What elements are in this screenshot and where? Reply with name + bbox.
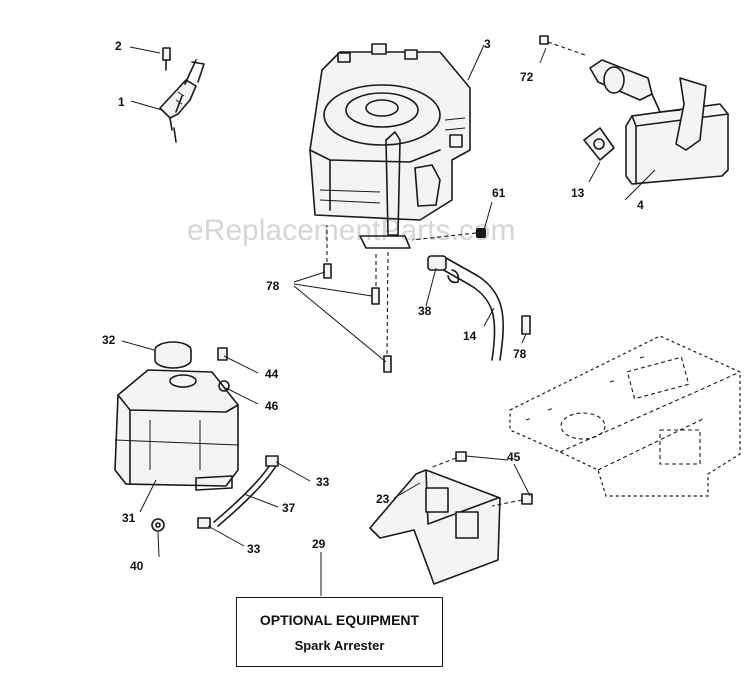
- callout-78-top: 78: [266, 279, 280, 293]
- engine-bolts-part: [323, 225, 531, 373]
- callout-29: 29: [312, 537, 326, 551]
- leader-lines: [121, 44, 656, 596]
- fuel-line-part: [197, 455, 279, 529]
- spark-arrester-label: Spark Arrester: [294, 637, 385, 653]
- optional-equipment-title: OPTIONAL EQUIPMENT: [259, 611, 420, 628]
- fuel-cap-part: [154, 341, 192, 369]
- optional-equipment-box: OPTIONAL EQUIPMENT Spark Arrester: [236, 597, 443, 667]
- callout-38: 38: [418, 304, 432, 318]
- callout-45: 45: [507, 450, 521, 464]
- muffler-bolt-part: [539, 35, 586, 56]
- callout-labels: 2 1 3 72 13 4 61 78 38 14 78 32 44 46 33…: [102, 37, 644, 573]
- callout-4: 4: [637, 198, 644, 212]
- callout-23: 23: [376, 492, 390, 506]
- callout-31: 31: [122, 511, 136, 525]
- callout-44: 44: [265, 367, 279, 381]
- fitting-part: [411, 228, 486, 241]
- callout-61: 61: [492, 186, 506, 200]
- callout-37: 37: [282, 501, 296, 515]
- engine-part: [309, 43, 471, 249]
- fuel-hose-part: [427, 255, 504, 361]
- fuel-tank-part: [114, 369, 239, 491]
- callout-32: 32: [102, 333, 116, 347]
- callout-46: 46: [265, 399, 279, 413]
- throttle-control-part: [159, 47, 205, 143]
- chassis-frame-part: [509, 335, 741, 497]
- callout-33-lower: 33: [247, 542, 261, 556]
- watermark-text: eReplacementParts.com: [187, 214, 515, 247]
- callout-78-right: 78: [513, 347, 527, 361]
- callout-72: 72: [520, 70, 534, 84]
- callout-40: 40: [130, 559, 144, 573]
- tank-hardware-part: [151, 347, 230, 532]
- mounting-bracket-part: [369, 451, 533, 585]
- muffler-part: [589, 59, 729, 185]
- callout-14: 14: [463, 329, 477, 343]
- callout-1: 1: [118, 95, 125, 109]
- callout-13: 13: [571, 186, 585, 200]
- callout-2: 2: [115, 39, 122, 53]
- callout-33-upper: 33: [316, 475, 330, 489]
- callout-3: 3: [484, 37, 491, 51]
- exhaust-gasket-part: [583, 127, 615, 161]
